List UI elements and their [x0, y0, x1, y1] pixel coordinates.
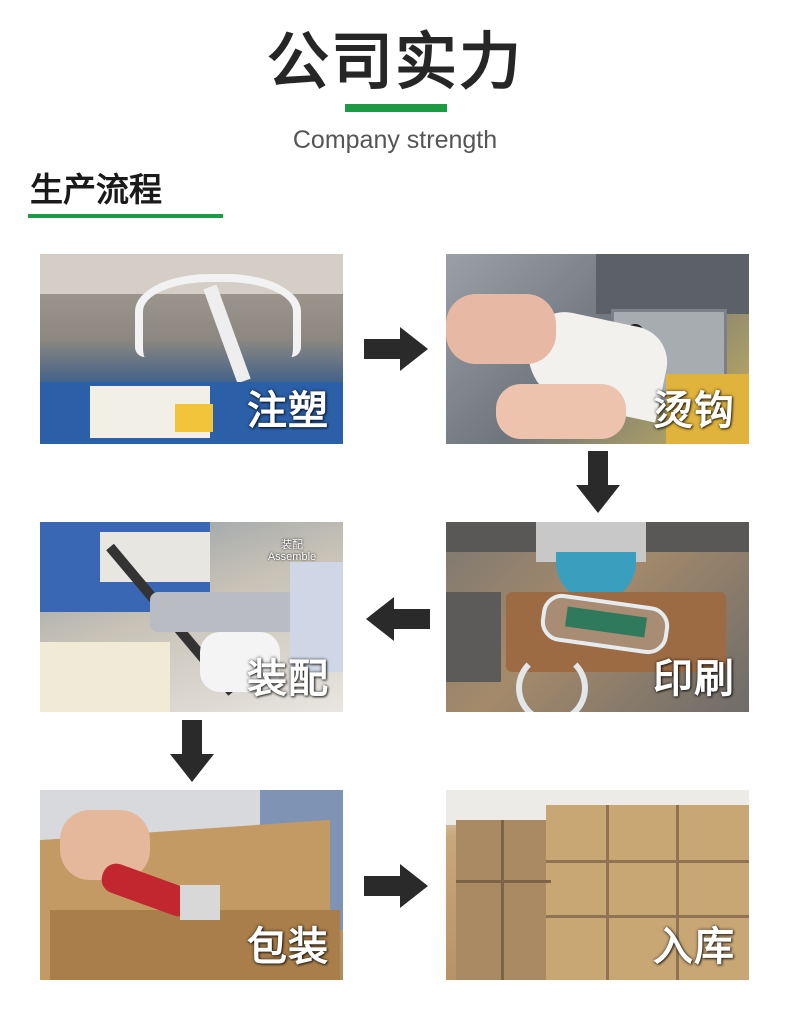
step-label-injection: 注塑 [247, 388, 329, 434]
arrow-right-icon [364, 327, 428, 371]
arrow-left-icon [366, 597, 430, 641]
arrow-down-icon [170, 720, 214, 782]
step-label-printing: 印刷 [653, 656, 735, 702]
step-label-packing: 包装 [247, 924, 329, 970]
step-label-hook: 烫钩 [653, 388, 735, 434]
step-warehouse-photo: 入库 [446, 790, 749, 980]
step-hook-photo: 烫钩 [446, 254, 749, 444]
step-assembly-photo: 装配 Assemble 装配 [40, 522, 343, 712]
step-label-assembly: 装配 [247, 656, 329, 702]
arrow-right-icon [364, 864, 428, 908]
page-title: 公司实力 [266, 25, 523, 98]
page-subtitle: Company strength [292, 126, 498, 154]
step-label-warehouse: 入库 [653, 924, 735, 970]
assemble-caption-cn: 装配 [281, 538, 303, 551]
title-underline [345, 104, 447, 112]
step-packing-photo: 包装 [40, 790, 343, 980]
section-underline [28, 214, 223, 218]
step-injection-photo: 注塑 [40, 254, 343, 444]
arrow-down-icon [576, 451, 620, 513]
section-title: 生产流程 [30, 170, 162, 209]
step-printing-photo: 印刷 [446, 522, 749, 712]
assemble-caption-en: Assemble [267, 551, 317, 563]
